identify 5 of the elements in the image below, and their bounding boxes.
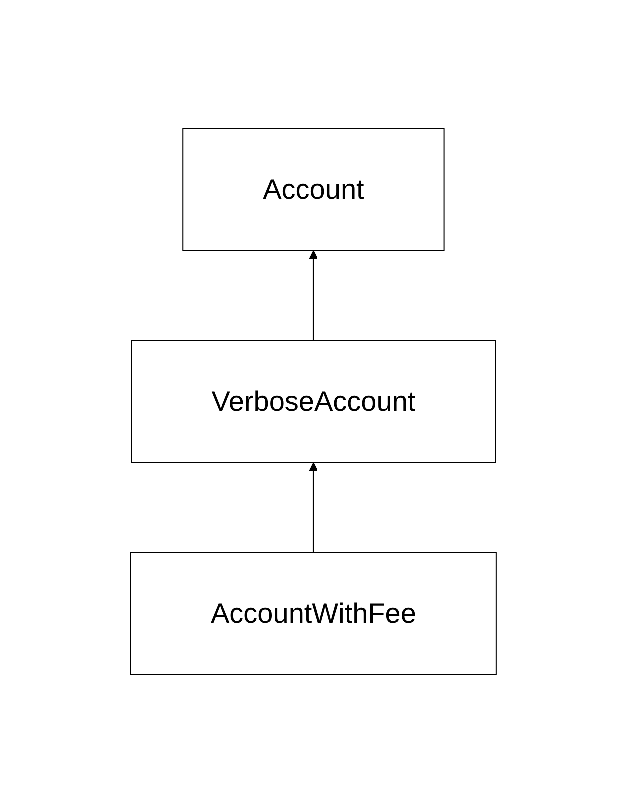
node-box: Account [182,128,446,251]
node-box: VerboseAccount [132,340,496,463]
node-box: AccountWithFee [130,552,498,675]
arrow [310,250,318,340]
arrow [310,462,318,552]
